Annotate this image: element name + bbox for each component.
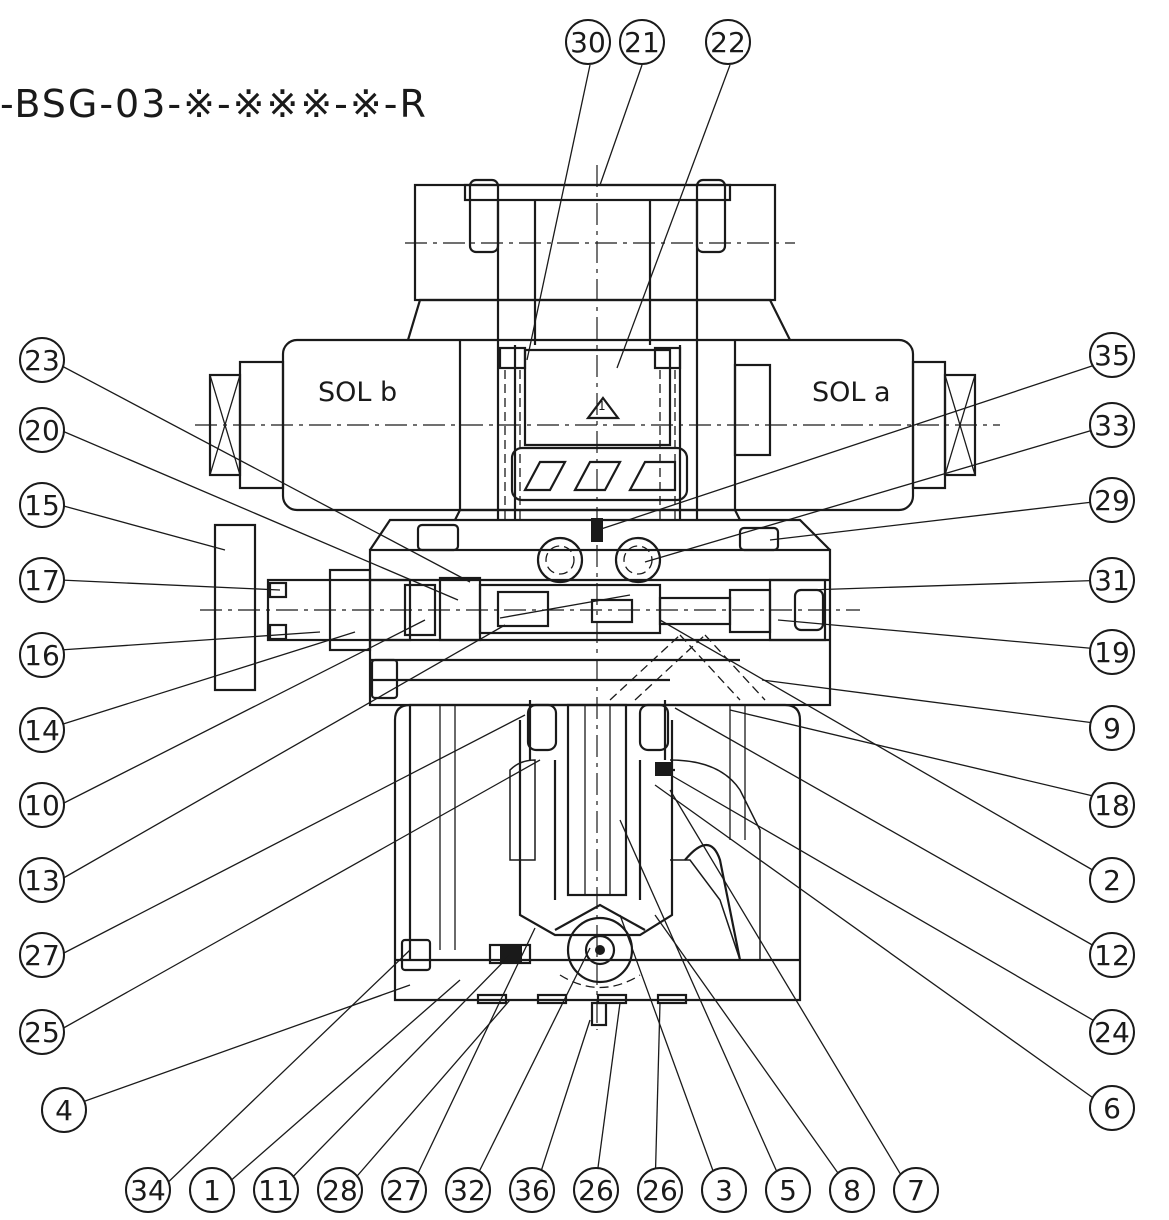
callout-27-left: 27 — [19, 932, 65, 978]
sol-a-label: SOL a — [812, 377, 891, 408]
callout-8: 8 — [829, 1167, 875, 1213]
callout-13: 13 — [19, 857, 65, 903]
warning-mark-number: 1 — [598, 399, 606, 413]
callout-18: 18 — [1089, 782, 1135, 828]
callout-14: 14 — [19, 707, 65, 753]
callout-10: 10 — [19, 782, 65, 828]
callout-5: 5 — [765, 1167, 811, 1213]
callout-28: 28 — [317, 1167, 363, 1213]
callout-31: 31 — [1089, 557, 1135, 603]
callout-4: 4 — [41, 1087, 87, 1133]
adjust-stem — [213, 523, 482, 692]
callout-3: 3 — [701, 1167, 747, 1213]
callout-35: 35 — [1089, 332, 1135, 378]
callout-16: 16 — [19, 632, 65, 678]
callout-7: 7 — [893, 1167, 939, 1213]
callout-36: 36 — [509, 1167, 555, 1213]
callout-29: 29 — [1089, 477, 1135, 523]
model-code-title: -BSG-03-※-※※※-※-R — [0, 82, 428, 126]
callout-23: 23 — [19, 337, 65, 383]
callout-22: 22 — [705, 19, 751, 65]
callout-1: 1 — [189, 1167, 235, 1213]
callout-21: 21 — [619, 19, 665, 65]
callout-6: 6 — [1089, 1085, 1135, 1131]
callout-30: 30 — [565, 19, 611, 65]
callout-11: 11 — [253, 1167, 299, 1213]
callout-24: 24 — [1089, 1009, 1135, 1055]
leader-lines — [59, 64, 1111, 1191]
callout-27-bottom: 27 — [381, 1167, 427, 1213]
callout-32: 32 — [445, 1167, 491, 1213]
sol-b-label: SOL b — [318, 377, 398, 408]
callout-25: 25 — [19, 1009, 65, 1055]
callout-17: 17 — [19, 557, 65, 603]
callout-9: 9 — [1089, 705, 1135, 751]
callout-2: 2 — [1089, 857, 1135, 903]
callout-26-a: 26 — [573, 1167, 619, 1213]
callout-12: 12 — [1089, 932, 1135, 978]
main-body — [200, 508, 860, 707]
callout-33: 33 — [1089, 402, 1135, 448]
callout-19: 19 — [1089, 629, 1135, 675]
callout-15: 15 — [19, 482, 65, 528]
callout-20: 20 — [19, 407, 65, 453]
callout-26-b: 26 — [637, 1167, 683, 1213]
callout-34: 34 — [125, 1167, 171, 1213]
